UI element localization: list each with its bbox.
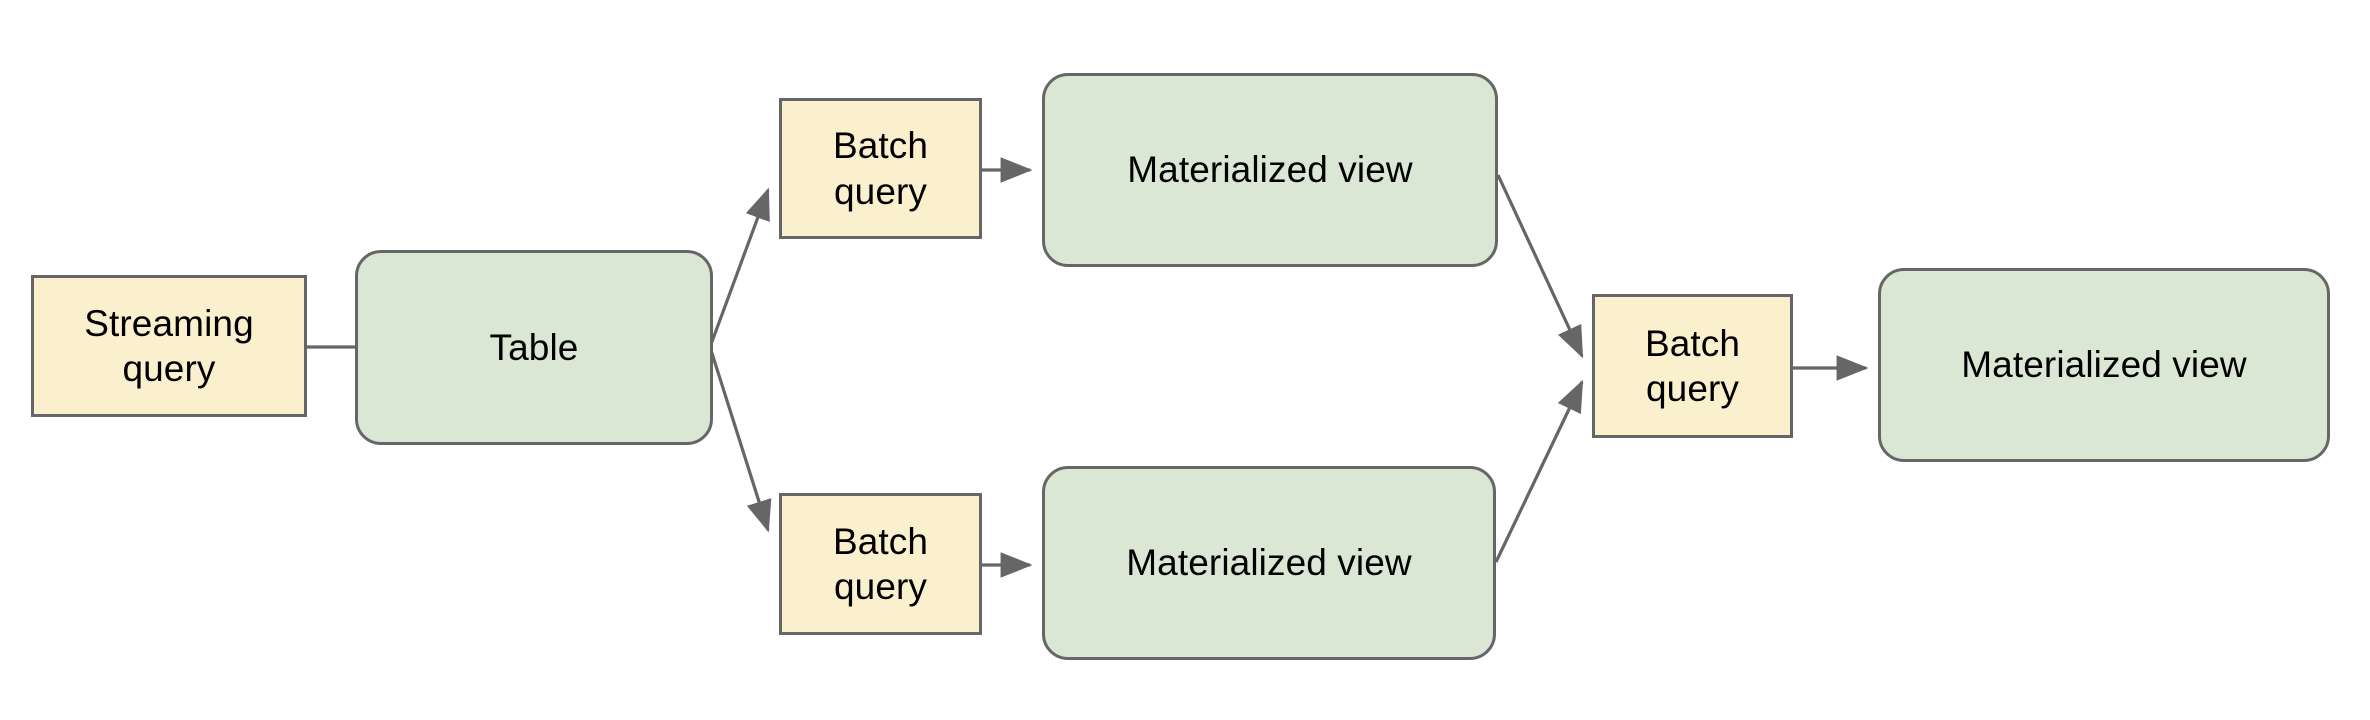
node-materialized-view-bottom[interactable]: Materialized view bbox=[1042, 466, 1496, 660]
node-materialized-view-final[interactable]: Materialized view bbox=[1878, 268, 2330, 462]
node-table[interactable]: Table bbox=[355, 250, 713, 445]
node-batch-query-merge[interactable]: Batch query bbox=[1592, 294, 1793, 438]
edge-table-to-batch-bottom bbox=[708, 346, 772, 533]
edge-table-to-batch-top bbox=[708, 187, 770, 348]
edge-mv-top-to-batch-merge bbox=[1496, 174, 1584, 359]
node-batch-query-top[interactable]: Batch query bbox=[779, 98, 982, 239]
node-materialized-view-top[interactable]: Materialized view bbox=[1042, 73, 1498, 267]
node-batch-query-bottom[interactable]: Batch query bbox=[779, 493, 982, 635]
node-streaming-query[interactable]: Streaming query bbox=[31, 275, 307, 417]
edge-mv-bottom-to-batch-merge bbox=[1494, 379, 1584, 563]
